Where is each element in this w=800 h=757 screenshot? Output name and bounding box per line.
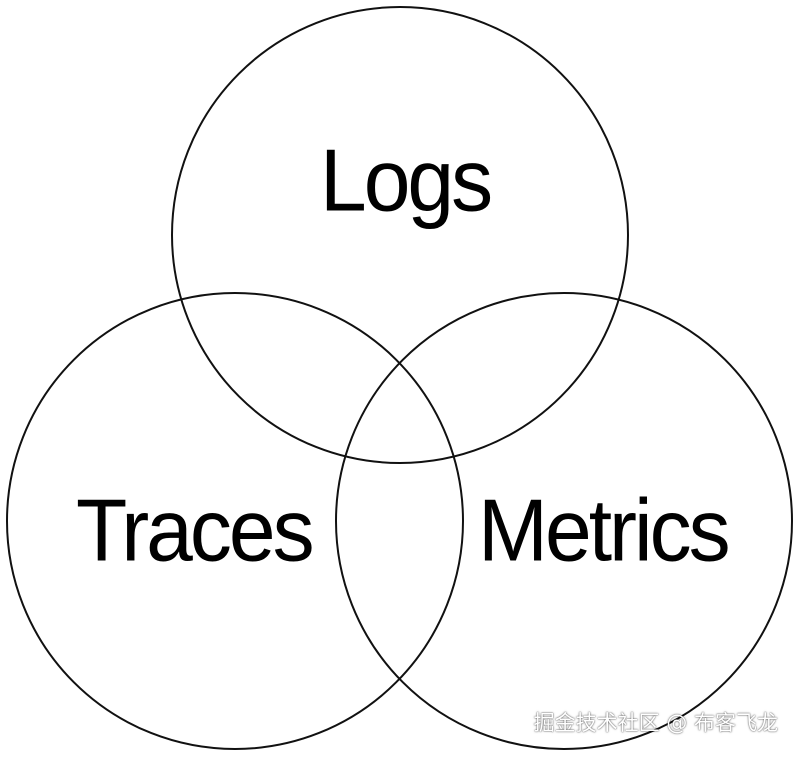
- watermark: 掘金技术社区 @ 布客飞龙: [533, 711, 778, 735]
- metrics-label: Metrics: [478, 480, 731, 580]
- traces-circle: [6, 292, 464, 750]
- traces-label: Traces: [76, 480, 315, 580]
- metrics-circle: [335, 292, 793, 750]
- logs-label: Logs: [320, 130, 493, 230]
- logs-circle: [171, 6, 629, 464]
